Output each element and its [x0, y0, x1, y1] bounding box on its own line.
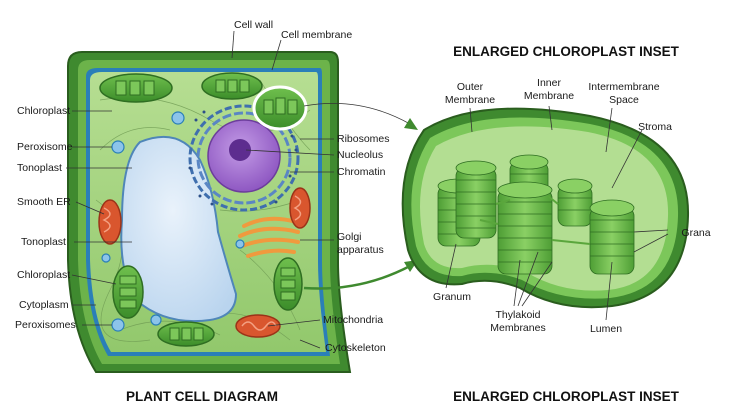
label-peroxisome: Peroxisome	[17, 141, 73, 153]
stroma-lamellae	[479, 195, 591, 245]
label-tonoplast-top: Tonoplast	[17, 162, 62, 174]
label-granum: Granum	[433, 291, 471, 303]
label-ribosomes: Ribosomes	[337, 133, 390, 145]
label-cytoskeleton: Cytoskeleton	[325, 342, 386, 354]
label-thylakoid-line1: Thylakoid	[496, 309, 541, 321]
plant-cell	[67, 51, 352, 373]
label-golgi-line2: apparatus	[337, 244, 384, 256]
label-outer-line2: Membrane	[445, 94, 495, 106]
label-grana: Grana	[681, 227, 710, 239]
label-golgi-line1: Golgi	[337, 231, 362, 243]
granum-stack-6	[589, 199, 635, 275]
label-intermembrane-line2: Space	[609, 94, 639, 106]
label-tonoplast-mid: Tonoplast	[21, 236, 66, 248]
label-peroxisomes: Peroxisomes	[15, 319, 76, 331]
plant-cell-title: PLANT CELL DIAGRAM	[126, 389, 278, 404]
chloroplast-inset	[401, 107, 690, 309]
chloroplast-inset-title-bottom: ENLARGED CHLOROPLAST INSET	[453, 389, 680, 404]
label-chloroplast-top: Chloroplast	[17, 105, 70, 117]
plant-cell-labels: Cell wall Cell membrane Chloroplast Pero…	[15, 19, 390, 354]
label-cell-membrane: Cell membrane	[281, 29, 352, 41]
chloroplast-cell-bottom-center	[157, 321, 215, 347]
granum-stack-2	[455, 160, 497, 239]
chloroplast-cell-bottom-left	[112, 265, 144, 319]
label-stroma: Stroma	[638, 121, 672, 133]
label-chloroplast-bottom: Chloroplast	[17, 269, 70, 281]
golgi-shape	[238, 216, 300, 258]
label-chromatin: Chromatin	[337, 166, 386, 178]
label-thylakoid-line2: Membranes	[490, 322, 545, 334]
chloroplast-inset-title-top: ENLARGED CHLOROPLAST INSET	[453, 44, 680, 59]
label-inner-line1: Inner	[537, 77, 561, 89]
granum-stack-5	[497, 181, 553, 275]
label-intermembrane-line1: Intermembrane	[588, 81, 659, 93]
granum-stack-4	[557, 178, 593, 227]
leader-lines	[66, 30, 669, 349]
mitochondria-shapes	[98, 187, 311, 338]
chloroplast-cell-highlight	[252, 85, 308, 131]
label-smooth-er: Smooth ER	[17, 196, 71, 208]
chloroplast-inset-labels: Outer Membrane Inner Membrane Intermembr…	[433, 77, 711, 335]
label-nucleolus: Nucleolus	[337, 149, 383, 161]
label-cell-wall: Cell wall	[234, 19, 273, 31]
rough-er	[188, 104, 300, 212]
ribosome-dots	[188, 110, 298, 206]
chloroplast-cell-top-left	[99, 73, 173, 103]
label-inner-line2: Membrane	[524, 90, 574, 102]
label-lumen: Lumen	[590, 323, 622, 335]
nucleolus-shape	[229, 139, 251, 161]
label-cytoplasm: Cytoplasm	[19, 299, 69, 311]
label-mitochondria: Mitochondria	[323, 314, 383, 326]
label-outer-line1: Outer	[457, 81, 484, 93]
arrow-top	[303, 102, 418, 130]
chloroplast-cell-bottom-right	[273, 257, 303, 311]
chloroplast-cell-top-right	[201, 72, 263, 100]
